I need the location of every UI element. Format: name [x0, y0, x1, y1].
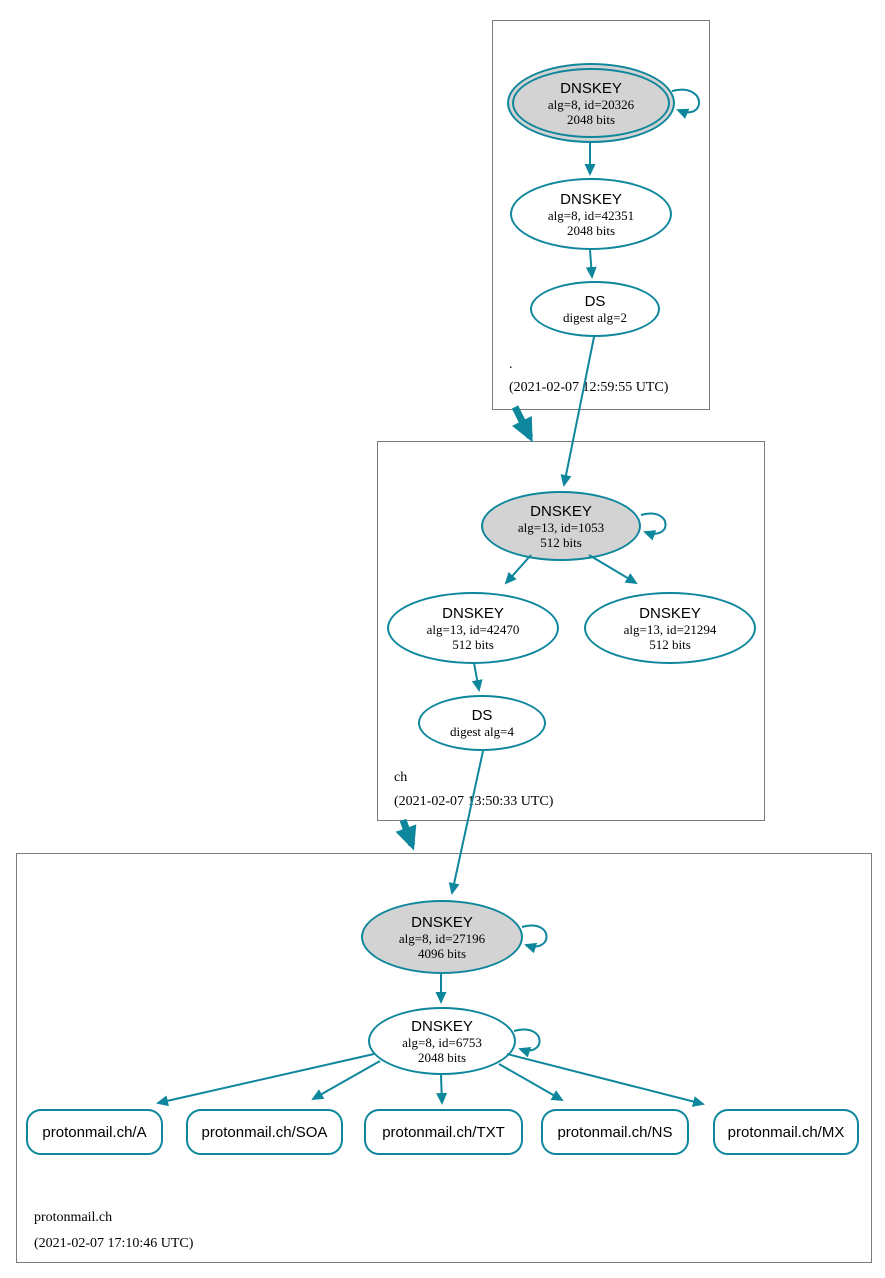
rrset-protonmail-txt[interactable]: protonmail.ch/TXT: [364, 1109, 523, 1155]
edge-ch-ksk-to-zsk1: [504, 554, 532, 585]
zone-label-ch: ch: [394, 770, 408, 785]
edge-ch-ksk-selfsign: [640, 512, 667, 541]
dnskey-root-zsk[interactable]: DNSKEY alg=8, id=42351 2048 bits: [510, 178, 672, 250]
edge-root-ds-to-ch-ksk: [560, 336, 595, 487]
edge-ch-zsk1-to-ds: [471, 662, 483, 692]
zone-box-ch: DNSKEY alg=13, id=1053 512 bits DNSKEY a…: [377, 441, 765, 821]
node-detail: alg=13, id=42470: [426, 621, 520, 637]
node-detail: digest alg=2: [562, 310, 628, 325]
dnskey-root-ksk[interactable]: DNSKEY alg=8, id=20326 2048 bits: [507, 63, 675, 143]
node-title: DNSKEY: [411, 913, 473, 931]
ds-ch[interactable]: DS digest alg=4: [418, 695, 546, 751]
node-bits: 512 bits: [540, 534, 582, 550]
edge-root-to-ch-delegation: [511, 405, 534, 443]
trust-anchor-inner-ring: DNSKEY alg=8, id=20326 2048 bits: [512, 68, 670, 138]
zone-box-protonmail: DNSKEY alg=8, id=27196 4096 bits DNSKEY …: [16, 853, 872, 1263]
node-detail: alg=13, id=21294: [623, 621, 717, 637]
edge-ch-ds-to-pm-ksk: [448, 750, 484, 895]
edge-pm-zsk-to-a: [156, 1053, 375, 1107]
edge-pm-zsk-to-mx: [506, 1053, 705, 1107]
edge-ch-ksk-to-zsk2: [588, 554, 638, 585]
node-title: DNSKEY: [560, 79, 622, 97]
node-detail: alg=13, id=1053: [517, 519, 605, 535]
dnskey-protonmail-ksk[interactable]: DNSKEY alg=8, id=27196 4096 bits: [361, 900, 523, 974]
edge-pm-zsk-selfsign: [513, 1028, 541, 1058]
node-detail: alg=8, id=27196: [398, 930, 486, 946]
node-detail: digest alg=4: [449, 724, 515, 739]
dnskey-ch-ksk[interactable]: DNSKEY alg=13, id=1053 512 bits: [481, 491, 641, 561]
node-title: DNSKEY: [639, 604, 701, 622]
node-title: DS: [471, 707, 493, 724]
node-bits: 2048 bits: [417, 1049, 467, 1065]
node-bits: 512 bits: [649, 636, 691, 652]
zone-label-root: .: [509, 357, 513, 372]
edge-root-ksk-selfsign: [671, 88, 701, 119]
node-title: DNSKEY: [530, 502, 592, 520]
node-detail: alg=8, id=20326: [547, 96, 635, 112]
edge-ch-to-pm-delegation: [395, 818, 417, 851]
node-detail: alg=8, id=6753: [402, 1034, 482, 1050]
node-title: DNSKEY: [411, 1017, 473, 1035]
zone-box-root: DNSKEY alg=8, id=20326 2048 bits DNSKEY …: [492, 20, 710, 410]
dnskey-ch-zsk2[interactable]: DNSKEY alg=13, id=21294 512 bits: [584, 592, 756, 664]
node-bits: 2048 bits: [566, 222, 616, 238]
zone-label-protonmail: protonmail.ch: [34, 1210, 113, 1225]
node-title: DNSKEY: [442, 604, 504, 622]
node-detail: alg=8, id=42351: [547, 207, 635, 223]
zone-timestamp-ch: (2021-02-07 13:50:33 UTC): [394, 794, 554, 809]
node-title: DNSKEY: [560, 190, 622, 208]
edge-pm-zsk-to-ns: [498, 1063, 564, 1101]
zone-timestamp-protonmail: (2021-02-07 17:10:46 UTC): [34, 1236, 194, 1251]
edge-pm-zsk-to-soa: [311, 1060, 381, 1100]
node-bits: 512 bits: [452, 636, 494, 652]
rrset-protonmail-mx[interactable]: protonmail.ch/MX: [713, 1109, 859, 1155]
dnskey-protonmail-zsk[interactable]: DNSKEY alg=8, id=6753 2048 bits: [368, 1007, 516, 1075]
dnskey-ch-zsk1[interactable]: DNSKEY alg=13, id=42470 512 bits: [387, 592, 559, 664]
rrset-protonmail-a[interactable]: protonmail.ch/A: [26, 1109, 163, 1155]
node-bits: 2048 bits: [566, 111, 616, 127]
edge-root-zsk-to-ds: [585, 249, 597, 279]
node-title: DS: [584, 293, 606, 310]
ds-root[interactable]: DS digest alg=2: [530, 281, 660, 337]
rrset-protonmail-soa[interactable]: protonmail.ch/SOA: [186, 1109, 343, 1155]
node-bits: 4096 bits: [417, 945, 467, 961]
zone-timestamp-root: (2021-02-07 12:59:55 UTC): [509, 380, 669, 395]
rrset-protonmail-ns[interactable]: protonmail.ch/NS: [541, 1109, 689, 1155]
edge-pm-ksk-selfsign: [521, 924, 548, 954]
edge-pm-zsk-to-txt: [436, 1074, 448, 1105]
